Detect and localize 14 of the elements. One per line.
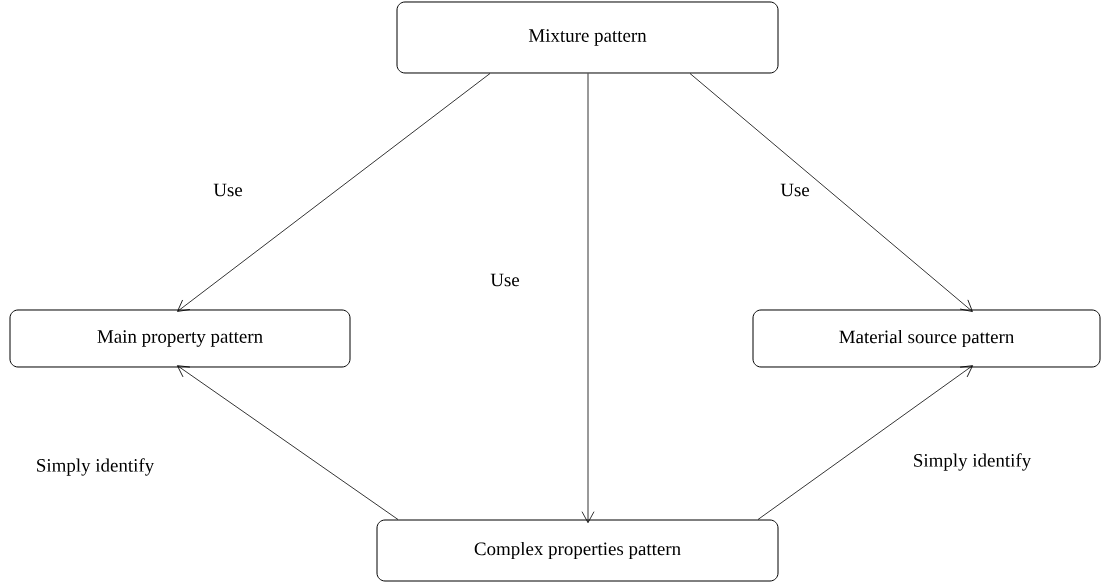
- process-box: Mixture pattern: [396, 1, 779, 74]
- edge-label: Use: [779, 182, 811, 198]
- arrow: [689, 73, 973, 312]
- arrow: [177, 365, 399, 520]
- edge-label: Use: [489, 272, 521, 288]
- process-box: Material source pattern: [752, 309, 1101, 368]
- edge-label: Simply identify: [34, 457, 156, 477]
- arrow: [177, 73, 491, 312]
- process-box: Main property pattern: [9, 309, 351, 368]
- edge-label: Use: [212, 182, 244, 198]
- arrow: [757, 365, 973, 520]
- edge-label: Simply identify: [911, 452, 1033, 472]
- process-box: Complex properties pattern: [376, 519, 779, 582]
- arrow: [581, 73, 595, 524]
